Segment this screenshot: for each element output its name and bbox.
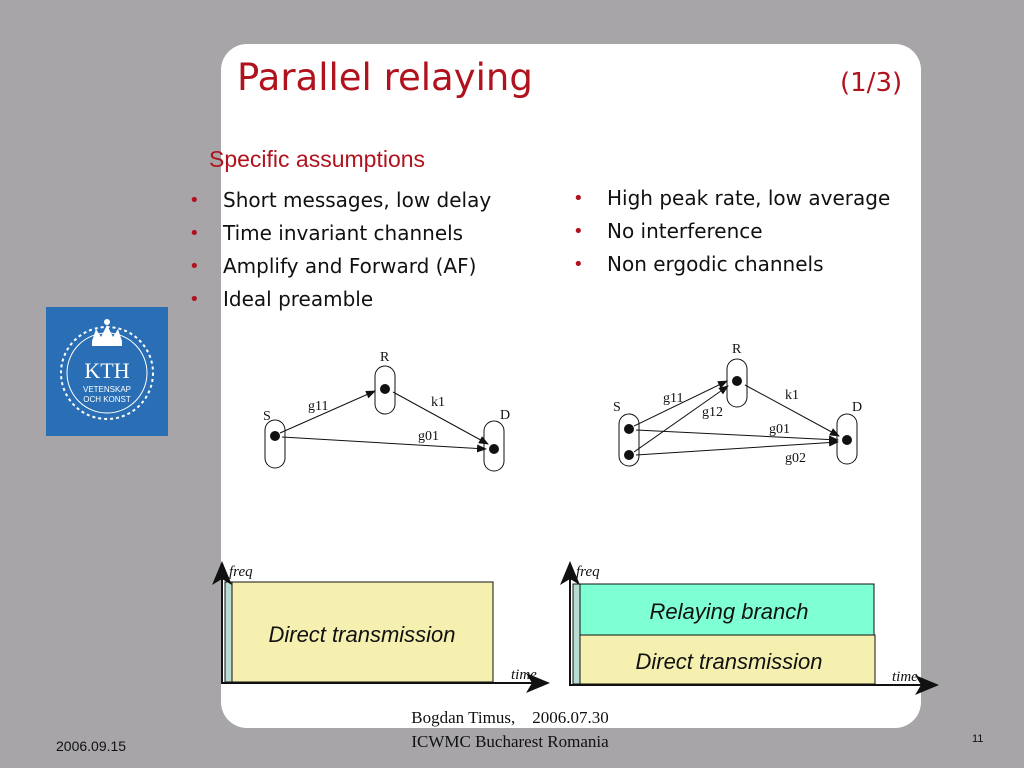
- bullet-icon: •: [573, 188, 584, 209]
- bullet-item: •No interference: [567, 215, 890, 248]
- source-node: [264, 419, 286, 469]
- footer-date: 2006.09.15: [56, 738, 127, 754]
- timeline-left: freq time Direct transmission: [212, 561, 550, 693]
- link-label: g11: [663, 391, 683, 406]
- link-label: g12: [702, 405, 723, 420]
- crown-icon: [92, 319, 122, 346]
- preamble-strip: [224, 581, 233, 683]
- relaying-branch-block: [579, 583, 875, 636]
- link-s2-d: [635, 438, 839, 456]
- block-label: Direct transmission: [268, 622, 455, 647]
- node-label-r: R: [380, 350, 390, 365]
- link-label: g01: [769, 422, 790, 437]
- time-axis-label: time: [892, 669, 918, 685]
- relay-diagram-left: S R D g11 k1 g01: [263, 350, 510, 472]
- kth-seal-icon: KTH VETENSKAP OCH KONST: [60, 319, 154, 420]
- logo-line2: OCH KONST: [83, 395, 131, 404]
- footer-credits: Bogdan Timus, 2006.07.30 ICWMC Bucharest…: [370, 706, 650, 754]
- bullet-icon: •: [189, 256, 200, 277]
- bullet-item: •Ideal preamble: [183, 283, 491, 316]
- node-label-s: S: [263, 409, 271, 424]
- source-node: [618, 413, 640, 467]
- logo-line1: VETENSKAP: [83, 385, 131, 394]
- link-label: g01: [418, 429, 439, 444]
- logo-text: KTH: [84, 358, 129, 383]
- bullet-list-left: •Short messages, low delay •Time invaria…: [183, 184, 491, 316]
- node-label-d: D: [852, 400, 862, 415]
- slide-subtitle: Specific assumptions: [209, 146, 426, 172]
- node-label-s: S: [613, 400, 621, 415]
- bullet-item: •High peak rate, low average: [567, 182, 890, 215]
- direct-transmission-block: [231, 581, 494, 683]
- link-r-d: [744, 384, 840, 437]
- relay-diagram-right: S R D g11 g12 k1 g01 g02: [613, 342, 862, 467]
- link-label: g02: [785, 451, 806, 466]
- link-s1-d: [635, 429, 839, 444]
- timeline-right: freq time Relaying branch Direct transmi…: [560, 561, 939, 695]
- direct-transmission-block: [579, 634, 876, 685]
- bullet-item: •Time invariant channels: [183, 217, 491, 250]
- freq-axis-label: freq: [576, 564, 600, 580]
- bullet-icon: •: [189, 223, 200, 244]
- bullet-icon: •: [189, 289, 200, 310]
- link-s2-r: [633, 385, 729, 453]
- bullet-item: •Non ergodic channels: [567, 248, 890, 281]
- bullet-list-right: •High peak rate, low average •No interfe…: [567, 182, 890, 281]
- slide-title: Parallel relaying: [237, 56, 533, 99]
- block-label-bottom: Direct transmission: [635, 649, 822, 674]
- preamble-strip: [572, 583, 581, 685]
- bullet-item: •Short messages, low delay: [183, 184, 491, 217]
- node-label-d: D: [500, 408, 510, 423]
- link-label: g11: [308, 399, 328, 414]
- link-s-r: [279, 390, 376, 434]
- title-counter: (1/3): [840, 68, 903, 98]
- time-axis-label: time: [511, 667, 537, 683]
- bullet-item: •Amplify and Forward (AF): [183, 250, 491, 283]
- link-s1-r: [633, 380, 728, 427]
- link-r-d: [392, 391, 489, 445]
- node-label-r: R: [732, 342, 742, 357]
- link-label: k1: [431, 395, 445, 410]
- footer-event: ICWMC Bucharest Romania: [411, 732, 609, 751]
- link-label: k1: [785, 388, 799, 403]
- bullet-icon: •: [189, 190, 200, 211]
- bullet-icon: •: [573, 254, 584, 275]
- bullet-icon: •: [573, 221, 584, 242]
- page-number: 11: [972, 733, 984, 745]
- freq-axis-label: freq: [229, 564, 253, 580]
- kth-logo: KTH VETENSKAP OCH KONST: [46, 307, 168, 436]
- footer-author: Bogdan Timus, 2006.07.30: [411, 708, 609, 727]
- block-label-top: Relaying branch: [650, 599, 809, 624]
- link-s-d: [281, 436, 487, 453]
